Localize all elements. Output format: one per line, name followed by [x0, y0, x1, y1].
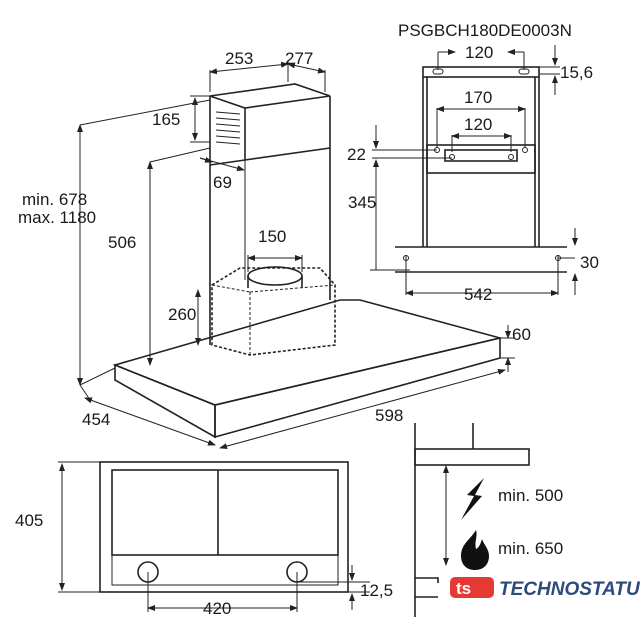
dim-top-hole-spacing: 120 — [465, 43, 493, 62]
bracket-view: 120 15,6 170 120 22 345 542 — [347, 43, 599, 304]
dim-offset: 69 — [213, 173, 232, 192]
clearance-view: min. 500 min. 650 — [414, 423, 563, 617]
technostatus-logo: ts TECHNOSTATUS — [450, 577, 640, 600]
dim-bottom-depth: 405 — [15, 511, 43, 530]
dim-outer-hole-spacing: 170 — [464, 88, 492, 107]
dim-canopy-depth: 454 — [82, 410, 110, 429]
mounting-bracket — [444, 149, 518, 162]
svg-text:ts: ts — [456, 579, 471, 598]
dim-canopy-width: 598 — [375, 406, 403, 425]
dim-chimney-depth: 277 — [285, 49, 313, 68]
grease-filters — [111, 469, 339, 556]
model-code: PSGBCH180DE0003N — [398, 21, 572, 40]
dim-top-hole-offset: 15,6 — [560, 63, 593, 82]
chimney-top — [209, 83, 331, 109]
lightning-icon — [461, 478, 484, 520]
dim-chimney-width: 253 — [225, 49, 253, 68]
motor-box — [211, 267, 336, 356]
dim-bottom-offset: 30 — [580, 253, 599, 272]
dim-canopy-thickness: 60 — [512, 325, 531, 344]
canopy-front — [214, 336, 501, 439]
flame-icon — [461, 530, 489, 570]
vent-slots — [215, 111, 241, 145]
dim-vent-height: 165 — [152, 110, 180, 129]
canopy-side — [114, 363, 216, 439]
dim-min-height: min. 678 — [22, 190, 87, 209]
dim-bracket-offset: 22 — [347, 145, 366, 164]
electric-clearance-label: min. 500 — [498, 486, 563, 505]
gas-clearance-label: min. 650 — [498, 539, 563, 558]
dim-bottom-hole-spacing: 420 — [203, 599, 231, 618]
dim-chimney-height: 506 — [108, 233, 136, 252]
cooktop-side — [415, 577, 439, 598]
bottom-view: 405 420 12,5 — [15, 461, 393, 618]
logo-badge — [450, 577, 494, 598]
dim-bottom-hole-spacing: 542 — [464, 285, 492, 304]
dim-box-height: 260 — [168, 305, 196, 324]
dim-outlet-diameter: 150 — [258, 227, 286, 246]
dim-bracket-height: 345 — [348, 193, 376, 212]
dim-bottom-hole-offset: 12,5 — [360, 581, 393, 600]
dim-max-height: max. 1180 — [18, 208, 96, 227]
outlet-collar — [247, 266, 303, 286]
hood-perspective: 253 277 165 min. 678 max. 1180 506 69 15… — [18, 49, 531, 450]
hood-side — [414, 448, 530, 466]
dim-inner-hole-spacing: 120 — [464, 115, 492, 134]
svg-text:TECHNOSTATUS: TECHNOSTATUS — [499, 579, 640, 600]
